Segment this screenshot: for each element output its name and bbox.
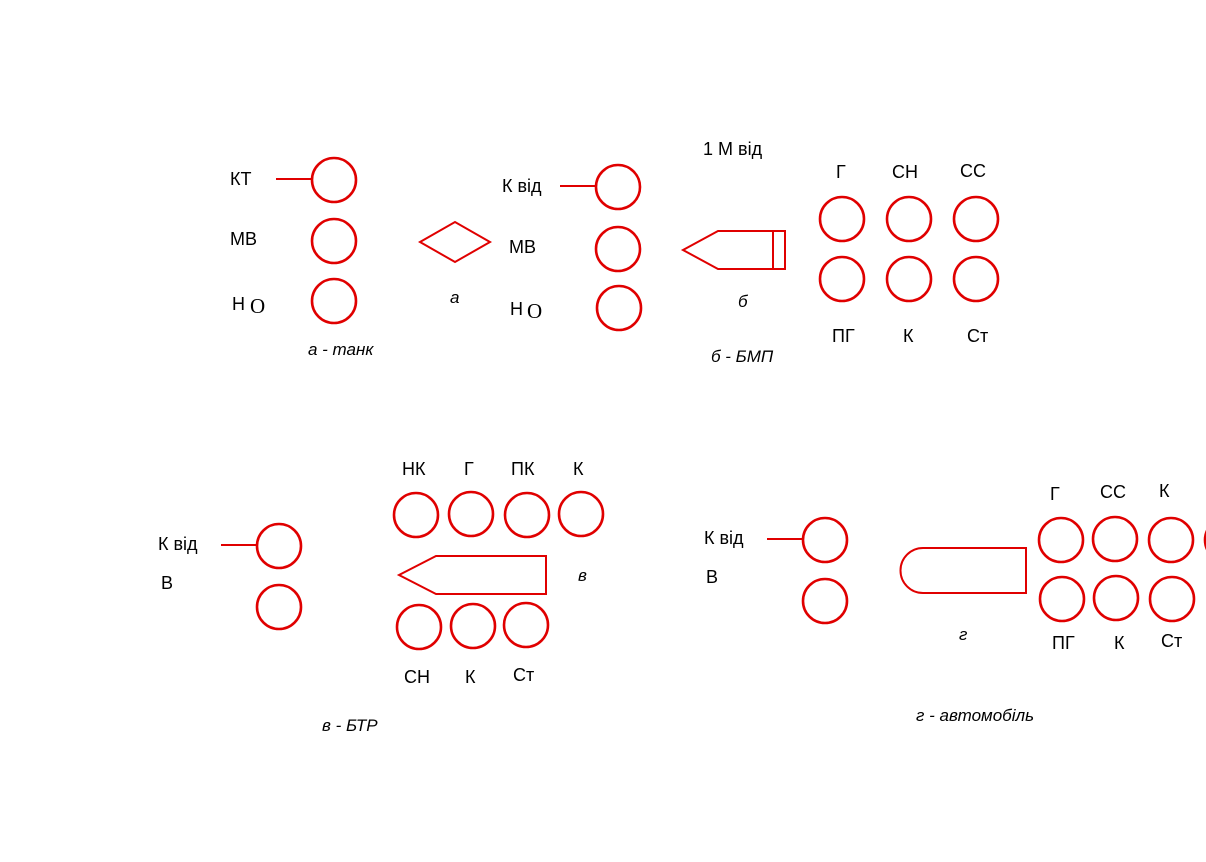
- bmp-label-k-vid: К від: [502, 176, 542, 196]
- btr-label-k-vid: К від: [158, 534, 198, 554]
- tank-diamond-symbol: [417, 220, 493, 264]
- auto-label-v: В: [706, 567, 718, 587]
- bmp-troop-circle: [818, 195, 866, 243]
- bmp-label-n: Н: [510, 299, 523, 319]
- auto-crew-top-label: СС: [1100, 482, 1126, 502]
- btr-group: К від В НК Г ПК К в СН К Ст в - БТР: [158, 459, 605, 735]
- bmp-label-mv: МВ: [509, 237, 536, 257]
- auto-troop-circle: [1203, 529, 1206, 551]
- btr-driver-circle: [255, 583, 303, 631]
- btr-crew-bottom-label: СН: [404, 667, 430, 687]
- btr-troop-circle: [395, 603, 443, 651]
- btr-label-v: В: [161, 573, 173, 593]
- btr-crew-top-label: ПК: [511, 459, 535, 479]
- btr-troop-circle: [447, 490, 495, 538]
- auto-troop-circle: [1147, 516, 1195, 564]
- bmp-troop-circle: [952, 255, 1000, 303]
- btr-crew-top-label: К: [573, 459, 584, 479]
- tank-label-o: О: [250, 294, 265, 318]
- auto-group: К від В г Г СС К ПГ К Ст г - автомобіль: [704, 481, 1206, 725]
- btr-troop-circle: [392, 491, 440, 539]
- btr-troop-circle: [502, 601, 550, 649]
- bmp-troop-circle: [885, 195, 933, 243]
- btr-troop-circle: [449, 602, 497, 650]
- tank-driver-circle: [310, 217, 358, 265]
- auto-crew-bottom-label: К: [1114, 633, 1125, 653]
- auto-label-k-vid: К від: [704, 528, 744, 548]
- btr-crew-top-label: НК: [402, 459, 426, 479]
- tank-group: КТ МВ Н О а а - танк: [230, 156, 493, 359]
- bmp-driver-circle: [594, 225, 642, 273]
- auto-troop-circle: [1037, 516, 1085, 564]
- auto-troop-circle: [1092, 574, 1140, 622]
- auto-crew-bottom-label: Ст: [1161, 631, 1182, 651]
- tank-glyph: а: [450, 288, 459, 307]
- auto-glyph: г: [959, 625, 967, 644]
- auto-troop-circle: [1038, 575, 1086, 623]
- bmp-gunner-circle: [595, 284, 643, 332]
- auto-crew-bottom-label: ПГ: [1052, 633, 1075, 653]
- auto-driver-circle: [801, 577, 849, 625]
- bmp-label-o: О: [527, 299, 542, 323]
- tank-label-kt: КТ: [230, 169, 251, 189]
- auto-troop-circle: [1091, 515, 1139, 563]
- bmp-crew-top-label: Г: [836, 162, 846, 182]
- auto-crew-top-label: Г: [1050, 484, 1060, 504]
- auto-crew-top-label: К: [1159, 481, 1170, 501]
- auto-caption: г - автомобіль: [916, 706, 1034, 725]
- bmp-crew-top-label: СН: [892, 162, 918, 182]
- auto-troop-circle: [1148, 575, 1196, 623]
- btr-crew-top-label: Г: [464, 459, 474, 479]
- bmp-troop-circle: [952, 195, 1000, 243]
- bmp-top-label: 1 М від: [703, 139, 763, 159]
- tank-caption: а - танк: [308, 340, 374, 359]
- bmp-crew-bottom-label: ПГ: [832, 326, 855, 346]
- bmp-caption: б - БМП: [711, 347, 774, 366]
- bmp-crew-bottom-label: Ст: [967, 326, 988, 346]
- btr-vehicle-symbol: [396, 555, 547, 595]
- btr-troop-circle: [503, 491, 551, 539]
- bmp-commander-circle: [594, 163, 642, 211]
- bmp-glyph: б: [738, 292, 749, 311]
- btr-crew-bottom-label: Ст: [513, 665, 534, 685]
- btr-glyph: в: [578, 566, 587, 585]
- bmp-group: 1 М від К від МВ Н О б б - БМП Г СН СС П…: [502, 139, 1000, 366]
- auto-vehicle-symbol: [899, 547, 1027, 594]
- bmp-crew-top-label: СС: [960, 161, 986, 181]
- auto-commander-circle: [801, 516, 849, 564]
- btr-commander-circle: [255, 522, 303, 570]
- bmp-troop-circle: [885, 255, 933, 303]
- bmp-troop-circle: [818, 255, 866, 303]
- bmp-crew-bottom-label: К: [903, 326, 914, 346]
- tank-label-n: Н: [232, 294, 245, 314]
- tank-commander-circle: [310, 156, 358, 204]
- tank-gunner-circle: [310, 277, 358, 325]
- tank-label-mv: МВ: [230, 229, 257, 249]
- bmp-vehicle-symbol: [680, 230, 786, 270]
- btr-caption: в - БТР: [322, 716, 378, 735]
- btr-crew-bottom-label: К: [465, 667, 476, 687]
- btr-troop-circle: [557, 490, 605, 538]
